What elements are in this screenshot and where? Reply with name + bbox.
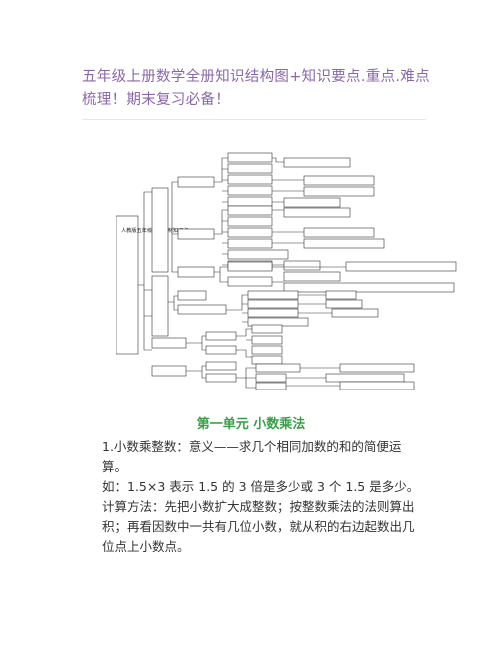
branch-practice	[151, 365, 187, 377]
branch-numbers	[151, 187, 169, 273]
node-simple-eq	[177, 266, 215, 278]
paragraph-definition: 1.小数乘整数：意义——求几个相同加数的和的简便运算。	[102, 439, 402, 474]
branch-stats	[151, 337, 187, 349]
section-heading: 第一单元 小数乘法	[196, 417, 306, 432]
node-position	[177, 290, 207, 301]
page-title: 五年级上册数学全册知识结构图+知识要点.重点.难点梳理！期末复习必备！	[82, 69, 430, 108]
knowledge-map: 人教版五年级上册教材知识点	[116, 152, 458, 390]
node-polygon-area	[177, 304, 227, 315]
branch-geometry	[151, 275, 169, 337]
divider	[82, 119, 426, 120]
paragraph-example: 如：1.5×3 表示 1.5 的 3 倍是多少或 3 个 1.5 是多少。	[102, 479, 420, 494]
paragraph-method: 计算方法：先把小数扩大成整数；按整数乘法的法则算出积；再看因数中一共有几位小数，…	[102, 499, 415, 554]
map-root	[116, 215, 139, 355]
node-decimal-div	[177, 228, 215, 240]
node-decimal-mult	[177, 176, 215, 188]
